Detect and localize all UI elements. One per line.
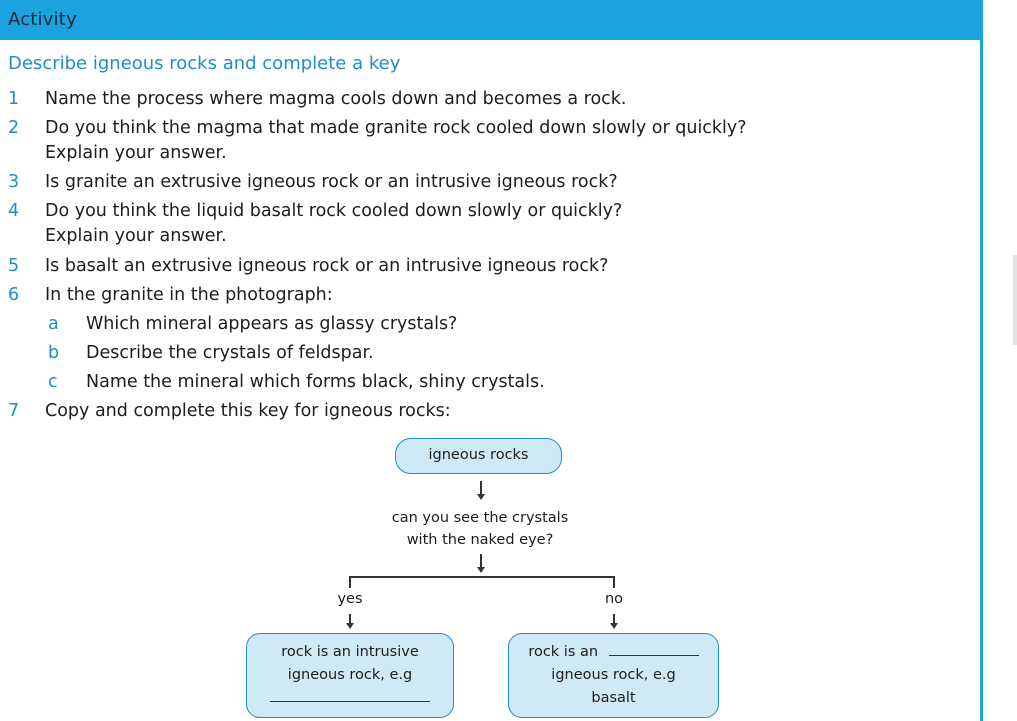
activity-subtitle: Describe igneous rocks and complete a ke… <box>8 53 401 74</box>
question-number: 2 <box>8 118 20 138</box>
connector-line <box>480 481 482 495</box>
no-label: no <box>604 591 624 607</box>
subquestion-text: Which mineral appears as glassy crystals… <box>86 314 458 334</box>
connector-line <box>613 614 615 624</box>
question-text: Do you think the liquid basalt rock cool… <box>45 201 623 221</box>
branch-line-left <box>349 576 351 588</box>
question-text-continued: Explain your answer. <box>45 226 227 246</box>
connector-line <box>349 614 351 624</box>
key-box-line: igneous rock, e.g <box>551 667 676 683</box>
question-text-continued: Explain your answer. <box>45 143 227 163</box>
activity-title: Activity <box>8 9 77 30</box>
question-text: In the granite in the photograph: <box>45 285 333 305</box>
arrow-down-icon <box>477 494 485 500</box>
arrow-down-icon <box>346 623 354 629</box>
key-box-text: rock is an <box>528 644 599 660</box>
question-number: 5 <box>8 256 20 276</box>
question-text: Name the process where magma cools down … <box>45 89 627 109</box>
key-top-label: igneous rocks <box>428 447 529 463</box>
key-top-box: igneous rocks <box>395 438 562 474</box>
activity-panel: Activity Describe igneous rocks and comp… <box>0 0 983 721</box>
branch-line <box>349 576 614 578</box>
question-number: 3 <box>8 172 20 192</box>
question-text: Do you think the magma that made granite… <box>45 118 747 138</box>
arrow-down-icon <box>610 623 618 629</box>
question-number: 7 <box>8 401 20 421</box>
activity-header-bar: Activity <box>0 0 983 40</box>
arrow-down-icon <box>477 567 485 573</box>
subquestion-letter: c <box>48 372 58 392</box>
key-box-line: igneous rock, e.g <box>287 667 413 683</box>
page-edge-fragment <box>1013 255 1017 345</box>
key-box-line: basalt <box>591 690 636 706</box>
key-question-line: with the naked eye? <box>406 532 554 548</box>
connector-line <box>480 554 482 568</box>
subquestion-text: Name the mineral which forms black, shin… <box>86 372 545 392</box>
key-question: can you see the crystals with the naked … <box>340 507 620 551</box>
branch-line-right <box>613 576 615 588</box>
question-text: Copy and complete this key for igneous r… <box>45 401 451 421</box>
key-box-line: rock is an intrusive <box>281 644 419 660</box>
key-intrusive-box: rock is an intrusive igneous rock, e.g <box>246 633 454 718</box>
subquestion-letter: a <box>48 314 59 334</box>
question-number: 4 <box>8 201 20 221</box>
subquestion-text: Describe the crystals of feldspar. <box>86 343 374 363</box>
key-question-line: can you see the crystals <box>391 510 569 526</box>
yes-label: yes <box>337 591 363 607</box>
answer-blank <box>247 687 453 710</box>
question-number: 6 <box>8 285 20 305</box>
key-extrusive-box: rock is an igneous rock, e.g basalt <box>508 633 719 718</box>
question-text: Is basalt an extrusive igneous rock or a… <box>45 256 609 276</box>
subquestion-letter: b <box>48 343 60 363</box>
question-number: 1 <box>8 89 20 109</box>
question-text: Is granite an extrusive igneous rock or … <box>45 172 618 192</box>
answer-blank <box>608 641 699 656</box>
key-box-line-with-blank: rock is an <box>509 641 718 664</box>
